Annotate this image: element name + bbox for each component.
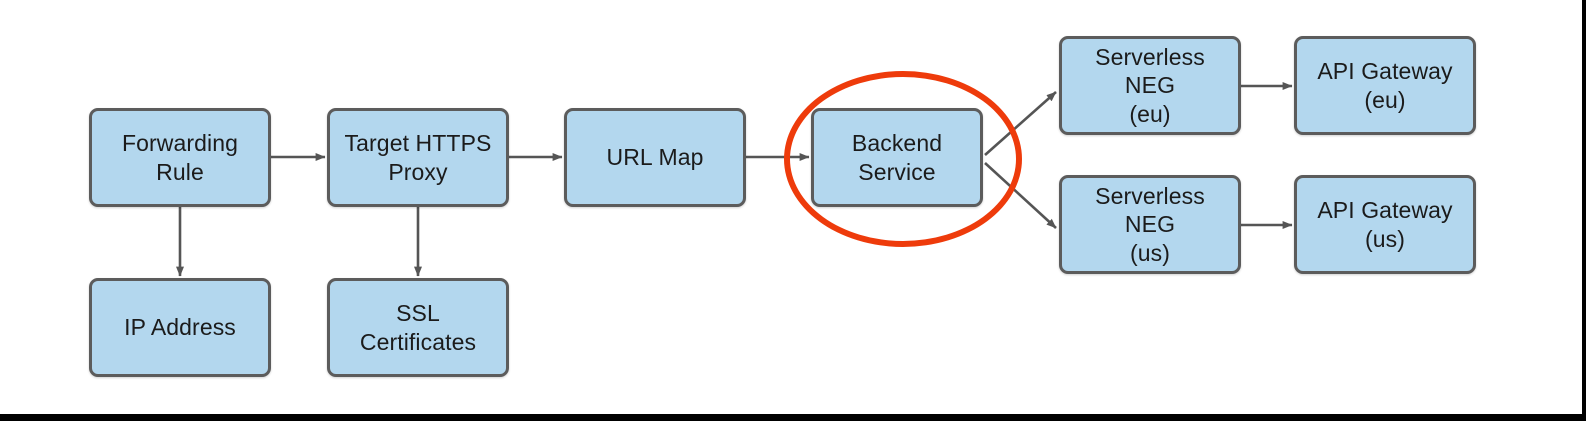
node-serverless-neg-us[interactable]: Serverless NEG (us) xyxy=(1059,175,1241,274)
node-api-gateway-us[interactable]: API Gateway (us) xyxy=(1294,175,1476,274)
node-backend-service-label: Backend Service xyxy=(851,130,943,185)
node-ip-address[interactable]: IP Address xyxy=(89,278,271,377)
node-ssl-certificates[interactable]: SSL Certificates xyxy=(327,278,509,377)
node-serverless-neg-eu-label: Serverless NEG (eu) xyxy=(1095,44,1205,127)
node-ssl-certificates-label: SSL Certificates xyxy=(359,300,477,355)
node-backend-service[interactable]: Backend Service xyxy=(811,108,983,207)
node-api-gateway-eu[interactable]: API Gateway (eu) xyxy=(1294,36,1476,135)
edge-backend-service-to-serverless-neg-eu xyxy=(984,91,1057,156)
node-target-https-proxy[interactable]: Target HTTPS Proxy xyxy=(327,108,509,207)
node-api-gateway-us-label: API Gateway (us) xyxy=(1317,197,1453,252)
node-forwarding-rule-label: Forwarding Rule xyxy=(121,130,239,185)
node-url-map[interactable]: URL Map xyxy=(564,108,746,207)
node-api-gateway-eu-label: API Gateway (eu) xyxy=(1317,58,1453,113)
node-ip-address-label: IP Address xyxy=(124,314,236,341)
node-serverless-neg-eu[interactable]: Serverless NEG (eu) xyxy=(1059,36,1241,135)
edge-backend-service-to-serverless-neg-us xyxy=(984,162,1057,229)
node-serverless-neg-us-label: Serverless NEG (us) xyxy=(1095,183,1205,266)
node-url-map-label: URL Map xyxy=(606,144,704,171)
node-target-https-proxy-label: Target HTTPS Proxy xyxy=(344,130,492,185)
node-forwarding-rule[interactable]: Forwarding Rule xyxy=(89,108,271,207)
